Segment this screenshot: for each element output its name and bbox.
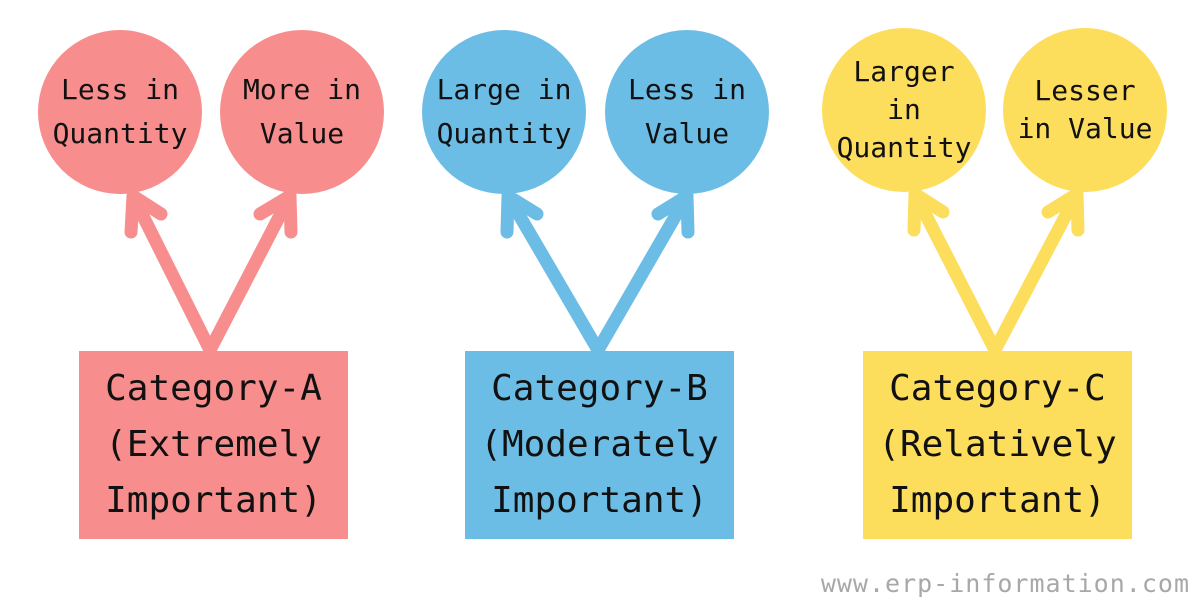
arrow-c-right bbox=[988, 187, 1084, 357]
circle-c-left: Larger in Quantity bbox=[822, 28, 986, 192]
category-b-box: Category-B (Moderately Important) bbox=[465, 351, 734, 539]
circle-a-left: Less in Quantity bbox=[38, 30, 202, 194]
group-c-arrows bbox=[907, 187, 1085, 357]
arrow-a-left bbox=[126, 189, 217, 357]
watermark-text: www.erp-information.com bbox=[820, 569, 1190, 598]
arrowhead-b-left bbox=[500, 189, 544, 239]
circle-b-left: Large in Quantity bbox=[422, 30, 586, 194]
circle-b-right: Less in Value bbox=[605, 30, 769, 194]
arrowhead-a-right bbox=[253, 189, 298, 239]
circle-a-right: More in Value bbox=[220, 30, 384, 194]
circle-c-right: Lesser in Value bbox=[1003, 28, 1167, 192]
arrowhead-c-left bbox=[907, 187, 950, 237]
category-a-box: Category-A (Extremely Important) bbox=[79, 351, 348, 539]
category-c-box: Category-C (Relatively Important) bbox=[863, 351, 1132, 539]
arrowhead-a-left bbox=[124, 189, 168, 239]
arrow-a-right bbox=[203, 189, 297, 357]
arrowhead-b-right bbox=[651, 189, 695, 239]
arrowhead-c-right bbox=[1041, 187, 1085, 237]
group-a-arrows bbox=[124, 189, 298, 357]
group-b-arrows bbox=[500, 189, 695, 357]
arrow-b-left bbox=[501, 189, 605, 357]
arrow-c-left bbox=[908, 187, 1002, 357]
arrow-b-right bbox=[591, 189, 694, 357]
